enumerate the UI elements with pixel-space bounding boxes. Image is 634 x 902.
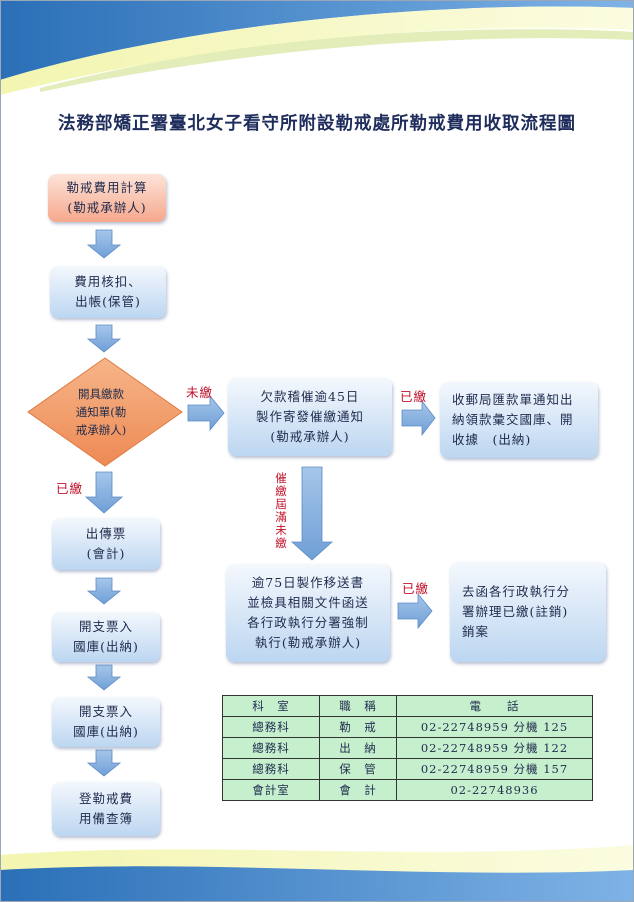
- step-invoice-text: 出傳票 (會計): [85, 526, 127, 561]
- label-paid-main: 已繳: [56, 481, 84, 496]
- top-wave-green: [40, 29, 634, 92]
- step-cheque-2: 開支票入 國庫(出納): [52, 697, 160, 747]
- arrow-down-2: [86, 324, 122, 353]
- step-cheque-1-text: 開支票入 國庫(出納): [73, 619, 139, 654]
- arrow-down-6: [86, 749, 122, 777]
- table-row: 總務科 保 管 02-22748959 分機 157: [222, 758, 593, 780]
- bottom-wave-blue: [0, 866, 634, 902]
- step-cheque-2-text: 開支票入 國庫(出納): [73, 704, 139, 739]
- cell-department: 總務科: [222, 716, 320, 738]
- cell-phone: 02-22748936: [396, 779, 593, 801]
- step-postal-notice-text: 收郵局匯款單通知出 納領款彙交國庫、開 收據 (出納): [452, 392, 574, 447]
- cell-phone: 02-22748959 分機 125: [396, 716, 593, 738]
- step-fee-calculation: 勒戒費用計算 (勒戒承辦人): [48, 174, 166, 222]
- step-overdue-45: 欠款稽催逾45日 製作寄發催繳通知 (勒戒承辦人): [228, 378, 392, 456]
- cell-phone: 02-22748959 分機 157: [396, 758, 593, 780]
- top-wave-yellow: [0, 6, 634, 95]
- arrow-down-4: [86, 577, 122, 605]
- cell-department: 總務科: [222, 737, 320, 759]
- step-overdue-45-text: 欠款稽催逾45日 製作寄發催繳通知 (勒戒承辦人): [255, 389, 364, 444]
- step-overdue-75: 逾75日製作移送書 並檢具相關文件函送 各行政執行分署強制 執行(勒戒承辦人): [226, 564, 390, 662]
- cell-title: 保 管: [319, 758, 397, 780]
- cell-department: 總務科: [222, 758, 320, 780]
- cell-phone: 02-22748959 分機 122: [396, 737, 593, 759]
- step-cheque-1: 開支票入 國庫(出納): [52, 612, 160, 662]
- cell-department: 會計室: [222, 779, 320, 801]
- arrow-down-1: [86, 229, 122, 259]
- step-cancel-letter-text: 去函各行政執行分 署辦理已繳(註銷) 銷案: [462, 584, 571, 639]
- label-paid-top: 已繳: [400, 389, 428, 404]
- arrow-right-unpaid: [187, 394, 225, 432]
- contact-table-header: 科 室 職 稱 電 話: [222, 695, 593, 717]
- table-row: 總務科 勒 戒 02-22748959 分機 125: [222, 716, 593, 738]
- step-register: 登勒戒費 用備查簿: [52, 782, 160, 836]
- arrow-right-paid-top: [401, 399, 436, 437]
- cell-title: 出 納: [319, 737, 397, 759]
- header-title: 職 稱: [319, 695, 397, 717]
- table-row: 總務科 出 納 02-22748959 分機 122: [222, 737, 593, 759]
- step-postal-notice: 收郵局匯款單通知出 納領款彙交國庫、開 收據 (出納): [440, 382, 598, 458]
- step-register-text: 登勒戒費 用備查簿: [78, 791, 133, 826]
- step-fee-verify-text: 費用核扣、 出帳(保管): [74, 274, 142, 309]
- arrow-down-remind: [290, 466, 334, 561]
- step-overdue-75-text: 逾75日製作移送書 並檢具相關文件函送 各行政執行分署強制 執行(勒戒承辦人): [247, 575, 369, 650]
- step-invoice: 出傳票 (會計): [52, 518, 160, 570]
- cell-title: 勒 戒: [319, 716, 397, 738]
- decision-notice-text: 開具繳款 通知單(勒 戒承辦人): [75, 387, 127, 437]
- cell-title: 會 計: [319, 779, 397, 801]
- label-remind-overdue: 催 繳 屆 滿 未 繳: [275, 471, 287, 550]
- header-phone: 電 話: [396, 695, 593, 717]
- decision-diamond: [27, 357, 183, 467]
- label-paid-bottom: 已繳: [402, 581, 430, 596]
- arrow-right-paid-bottom: [397, 592, 433, 630]
- arrow-down-5: [86, 664, 122, 691]
- header-department: 科 室: [222, 695, 320, 717]
- top-wave-blue: [0, 0, 634, 80]
- page-title: 法務部矯正署臺北女子看守所附設勒戒處所勒戒費用收取流程圖: [58, 114, 576, 134]
- step-fee-verify: 費用核扣、 出帳(保管): [50, 266, 166, 318]
- step-fee-calculation-text: 勒戒費用計算 (勒戒承辦人): [66, 180, 148, 215]
- arrow-down-3: [84, 471, 124, 514]
- contact-table: 科 室 職 稱 電 話 總務科 勒 戒 02-22748959 分機 125 總…: [222, 695, 593, 801]
- label-unpaid: 未繳: [186, 385, 214, 400]
- table-row: 會計室 會 計 02-22748936: [222, 779, 593, 801]
- step-cancel-letter: 去函各行政執行分 署辦理已繳(註銷) 銷案: [450, 562, 606, 662]
